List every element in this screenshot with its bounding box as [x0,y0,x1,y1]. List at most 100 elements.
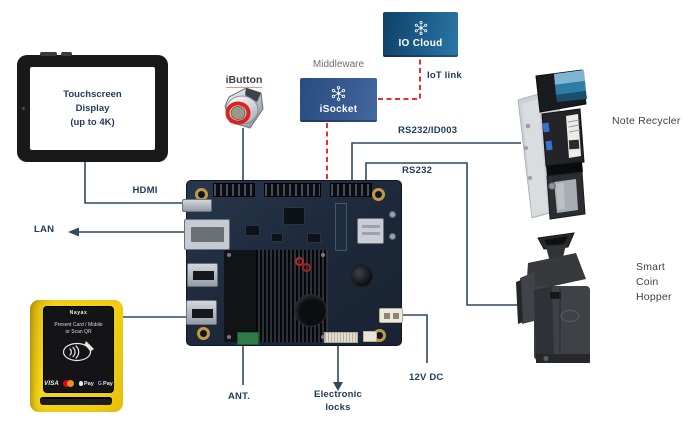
ant-label: ANT. [228,391,250,402]
hopper-funnel-opening [544,236,568,245]
hand-card-glyph [84,341,94,352]
display-label-line3: (up to 4K) [70,116,115,128]
display-screen: Touchscreen Display (up to 4K) [30,67,155,150]
ethernet-port [184,219,230,250]
recycler-blue-stack [554,70,585,85]
chip [245,225,260,236]
middleware-caption: Middleware [312,59,365,70]
coin-hopper-image [516,232,590,363]
terminal-brand: Nayax [69,310,88,316]
rs232-id003-label: RS232/ID003 [398,125,458,136]
red-wire-loop [295,257,304,266]
heatsink-screw [321,335,325,339]
coin-battery [294,294,327,327]
hopper-emboss [560,309,580,323]
network-icon [331,86,346,101]
m2-slot [335,203,347,251]
gpio-header [264,183,321,197]
display-volume-button [61,52,72,56]
recycler-blue-clip [545,140,553,151]
apple-icon [78,381,83,386]
red-wire-loop [302,263,311,272]
chip [271,233,283,242]
gpio-header [330,183,372,197]
isocket-label: iSocket [319,104,358,115]
io-cloud-box: IO Cloud [383,12,458,57]
hopper-front-face [534,286,554,360]
recycler-blue-clip [542,122,550,133]
gpio-header [213,183,255,197]
mastercard-logo [62,380,75,387]
recycler-sticker-barcode [568,139,580,150]
terminal-card-slot [40,397,112,405]
heatsink-screw [227,335,231,339]
rs232-line [365,162,528,306]
chip [307,233,321,243]
lan-arrowhead [68,227,79,237]
hopper-upper-body [526,253,586,292]
mounting-hole [197,327,210,340]
note-recycler-label: Note Recycler [612,115,681,127]
ibutton-nut-facet [245,88,261,102]
power-pin [384,313,390,319]
mounting-hole [372,188,385,201]
power-pin [393,313,399,319]
small-connector [363,331,377,342]
sbc-board [182,180,403,346]
ibutton-reader-image [224,87,264,129]
recycler-latch [548,182,556,190]
inductor [350,264,374,288]
locks-arrowhead [333,382,343,391]
display-power-button [40,52,57,56]
hopper-connector [550,292,561,299]
payment-terminal: Nayax Present Card / Mobile or Scan QR V… [30,300,123,412]
ibutton-red-ring [225,101,251,125]
touchscreen-display: Touchscreen Display (up to 4K) [17,52,168,162]
locks-connector [324,332,358,343]
hdmi-line [84,161,189,204]
heatsink-screw [321,253,325,257]
screw-hole [389,211,396,218]
power-label: 12V DC [409,372,444,383]
hopper-chute [520,272,538,324]
contactless-icon [62,341,94,362]
display-label-line2: Display [75,102,110,114]
display-camera-dot [22,107,25,110]
power-connector [379,308,403,323]
isocket-box: iSocket [300,78,377,122]
sim-ridge [362,232,380,235]
recycler-blue-stack [556,91,587,102]
io-cloud-label: IO Cloud [398,38,443,49]
ibutton-label: iButton [225,74,263,88]
usb-port [186,300,217,325]
note-recycler-image [517,69,587,220]
antenna-connector [237,332,259,345]
rs232-label: RS232 [402,165,433,176]
iot-link-label: IoT link [427,70,462,81]
recycler-blue-stack [555,81,586,95]
soc-chip [283,207,305,225]
rs232-id003-line [351,142,521,188]
power-line [399,314,428,363]
terminal-prompt: Present Card / Mobile or Scan QR [54,322,103,335]
ethernet-opening [191,227,224,242]
hdmi-label: HDMI [132,185,158,196]
isocket-cloud-dashed-line [378,58,421,100]
locks-label: Electronic locks [314,389,362,413]
heatsink-screw [227,253,231,257]
hopper-base [536,354,590,363]
sim-slot [357,218,384,244]
usb-opening [192,309,213,318]
display-label-line1: Touchscreen [63,88,122,100]
apple-pay-logo: Pay [78,381,94,387]
ibutton-contact [230,106,246,120]
network-icon [414,21,427,35]
screw-hole [389,233,396,240]
sim-ridge [362,225,380,228]
usb-opening [193,271,214,280]
coin-hopper-label: Smart Coin Hopper [636,261,672,303]
